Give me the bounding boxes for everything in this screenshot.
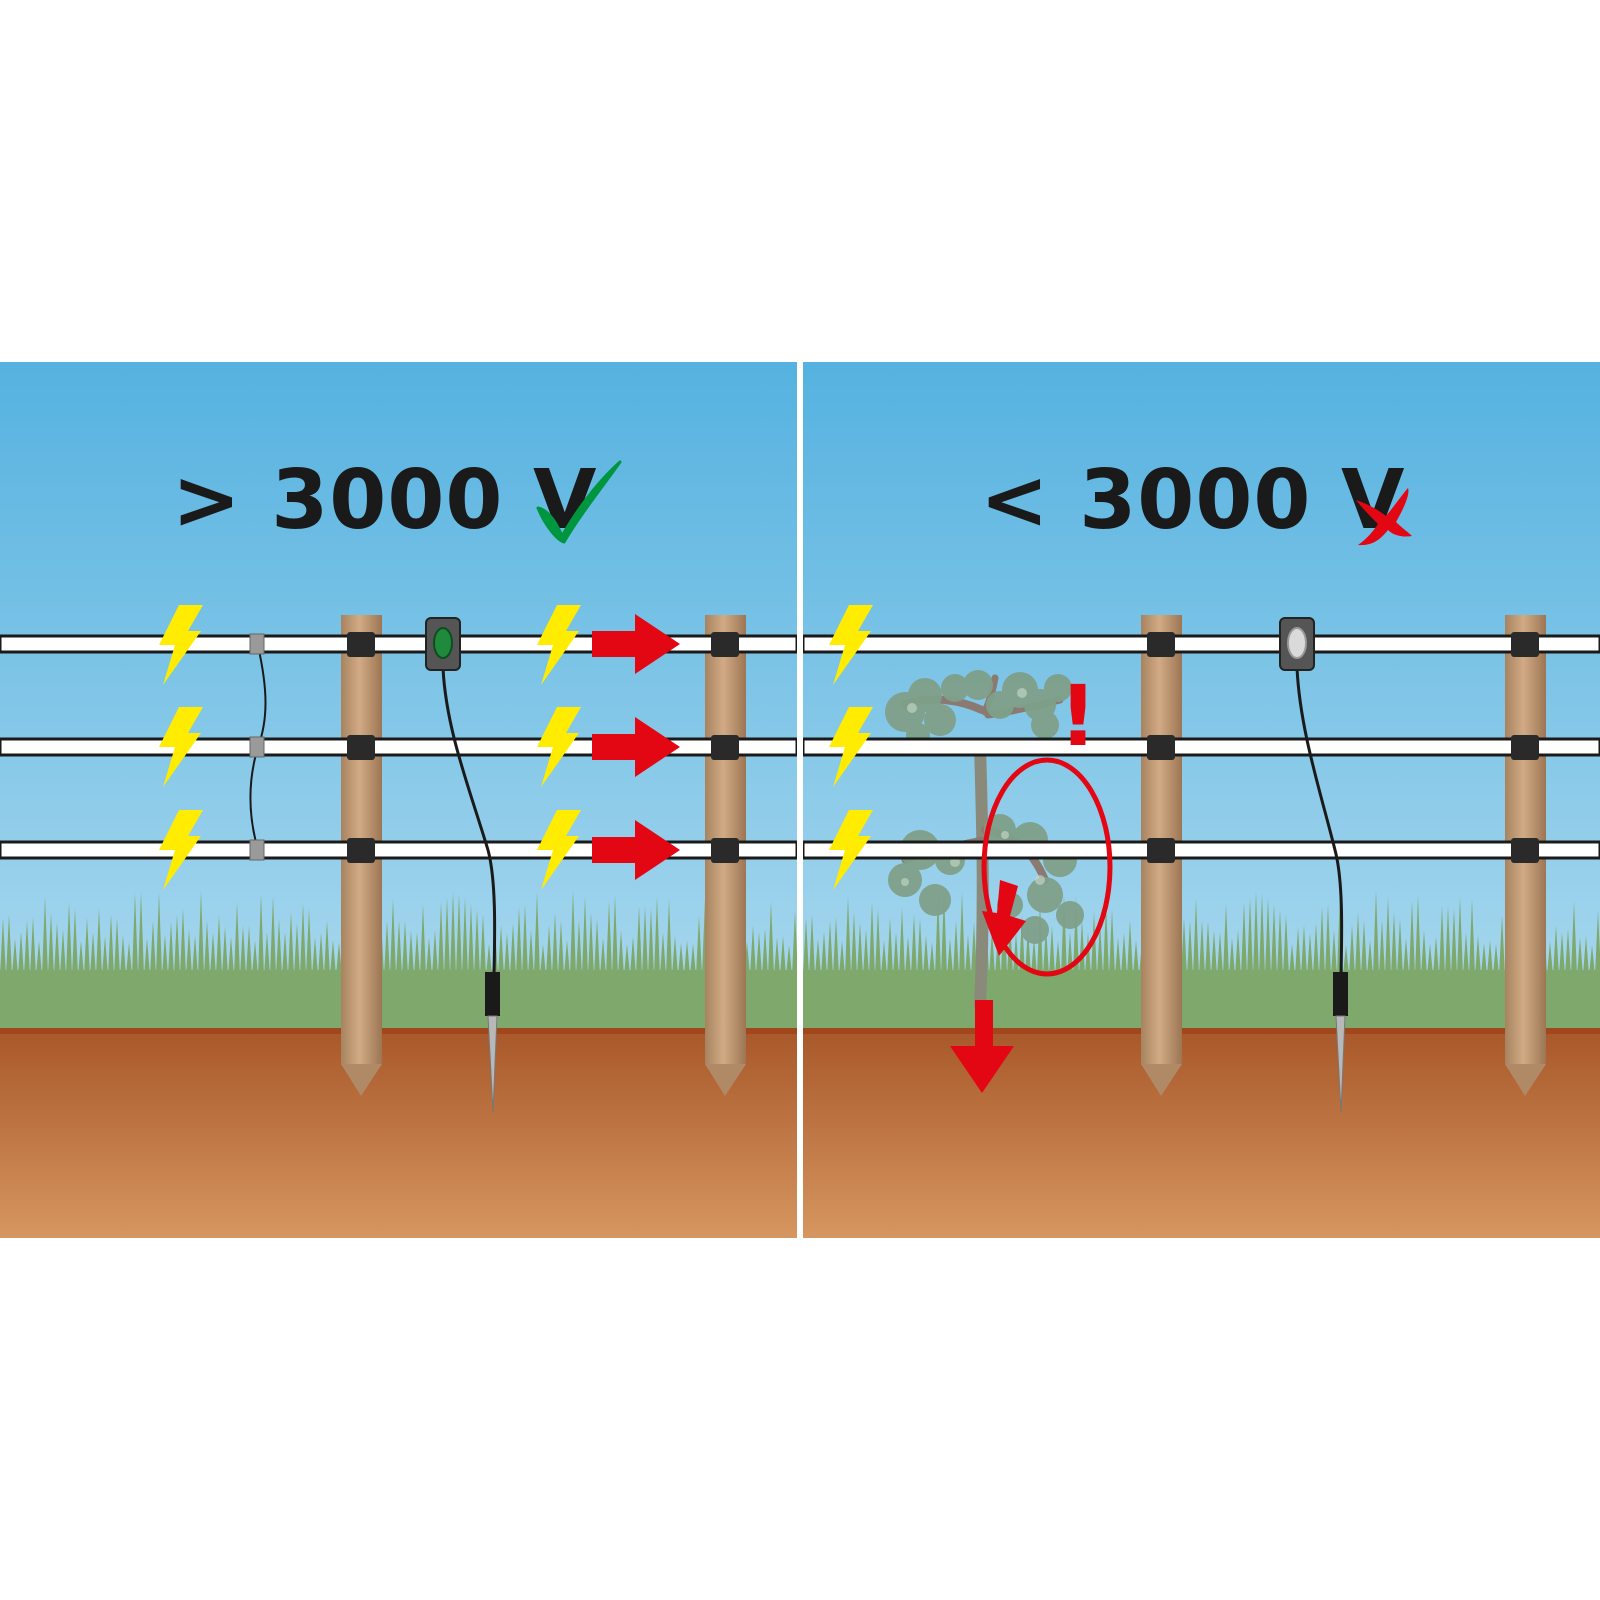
tester-led-green [433,627,453,659]
panel-above-3000v: > 3000 V [0,362,797,1238]
voltage-tester [425,617,500,1113]
insulators [1147,632,1539,863]
soil-edge [0,1028,797,1036]
current-flow-arrows [592,614,680,880]
soil [803,1034,1600,1238]
panel-below-3000v: ! < 3000 V [803,362,1600,1238]
leak-arrow [950,880,1026,1093]
soil-edge [803,1028,1600,1036]
check-icon [536,460,622,544]
tester-led-off [1287,627,1307,659]
warning-mark: ! [1059,667,1097,765]
cross-icon [1356,488,1412,546]
fence-wires [803,634,1600,860]
leak-highlight [950,757,1113,1093]
panel-divider [797,362,803,1238]
voltage-label-above: > 3000 V [172,453,598,548]
wire-connector [249,633,267,861]
grass [803,890,1600,1032]
voltage-tester [1279,617,1348,1113]
grass [0,890,797,1032]
insulators [347,632,739,863]
soil [0,1034,797,1238]
voltage-label-below: < 3000 V [980,453,1406,548]
